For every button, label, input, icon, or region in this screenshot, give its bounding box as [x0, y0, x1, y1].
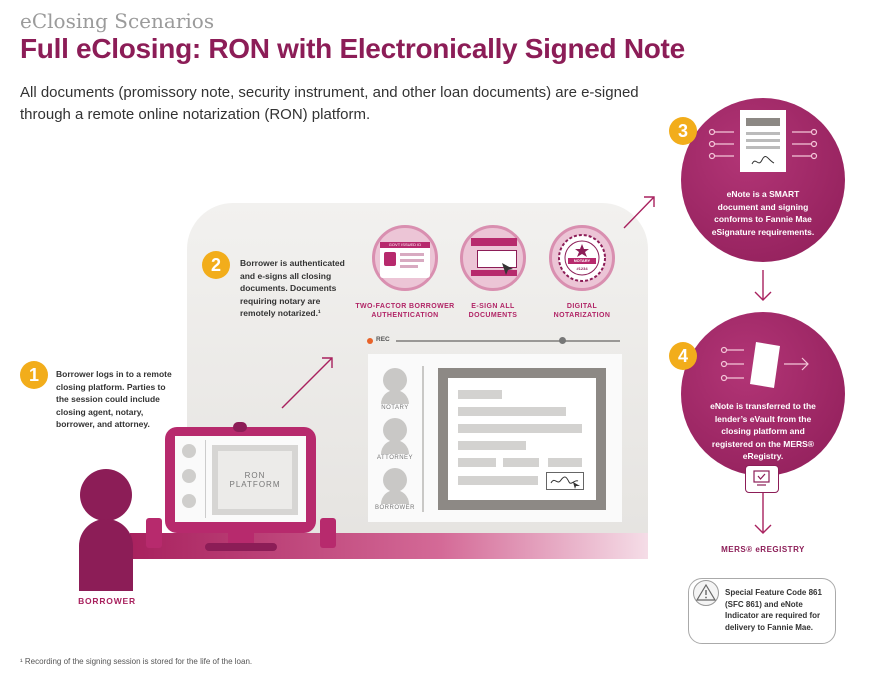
seal-number: #1234: [576, 266, 588, 271]
evault-circle: [681, 312, 845, 476]
screen-avatar: [182, 469, 196, 483]
borrower-head-icon: [80, 469, 132, 521]
step-4-text: eNote is transferred to the lender’s eVa…: [710, 401, 816, 461]
step-1-text: Borrower logs in to a remote closing pla…: [56, 369, 172, 429]
enote-document-icon: [708, 110, 818, 172]
rec-dot-icon: [367, 338, 373, 344]
eyebrow: eClosing Scenarios: [20, 9, 215, 33]
transfer-document-icon: [720, 342, 809, 388]
authentication-label: TWO-FACTOR BORROWER AUTHENTICATION: [355, 303, 455, 319]
notary-avatar: [383, 368, 407, 392]
footnote: ¹ Recording of the signing session is st…: [20, 657, 253, 666]
speaker-left-icon: [146, 518, 162, 548]
step-3-badge: 3: [669, 117, 697, 145]
speaker-right-icon: [320, 518, 336, 548]
screen-divider: [205, 440, 206, 518]
timeline-marker: [559, 337, 566, 344]
rec-label: REC: [376, 336, 390, 343]
screen-avatar: [182, 444, 196, 458]
signature-box: [546, 472, 584, 490]
participant-borrower: BORROWER: [375, 505, 415, 511]
doc-line: [458, 458, 496, 467]
participant-notary: NOTARY: [381, 405, 409, 411]
webcam-icon: [233, 422, 247, 432]
doc-line: [458, 407, 566, 416]
attorney-avatar: [383, 418, 407, 442]
step-1-badge: 1: [20, 361, 48, 389]
step-2-text: Borrower is authenticated and e-signs al…: [240, 258, 345, 318]
id-card-header: GOVT ISSUED ID: [380, 242, 430, 248]
step-2-badge: 2: [202, 251, 230, 279]
warning-icon: [693, 580, 719, 606]
doc-line: [458, 424, 582, 433]
intro-text: All documents (promissory note, security…: [20, 84, 639, 123]
ron-platform-label: RON PLATFORM: [218, 451, 292, 509]
esign-icon: [460, 225, 526, 291]
borrower-body-icon: [79, 519, 133, 591]
page-title: Full eClosing: RON with Electronically S…: [20, 33, 685, 64]
eregistry-label: MERS® eREGISTRY: [721, 545, 805, 554]
authentication-icon: GOVT ISSUED ID: [372, 225, 438, 291]
step-4-badge: 4: [669, 342, 697, 370]
doc-line: [548, 458, 582, 467]
eregistry-icon: [745, 465, 779, 493]
signature-icon: [550, 476, 580, 489]
monitor-base: [205, 543, 277, 551]
doc-line: [458, 476, 538, 485]
borrower-label: BORROWER: [78, 596, 136, 606]
screen-avatar: [182, 494, 196, 508]
notary-seal-icon: NOTARY #1234: [549, 225, 615, 291]
doc-line: [458, 441, 526, 450]
recording-timeline: [396, 340, 620, 342]
notary-avatar-body: [381, 390, 409, 404]
doc-line: [458, 390, 502, 399]
monitor-neck: [228, 533, 254, 545]
step-3-text: eNote is a SMART document and signing co…: [711, 189, 815, 237]
seal-top-text: NOTARY: [573, 258, 591, 263]
notarization-label: DIGITAL NOTARIZATION: [553, 303, 611, 319]
borrower-avatar-body: [381, 490, 409, 504]
attorney-avatar-body: [381, 440, 409, 454]
esign-label: E-SIGN ALL DOCUMENTS: [468, 303, 518, 319]
participant-attorney: ATTORNEY: [376, 455, 414, 461]
doc-line: [503, 458, 539, 467]
window-divider: [422, 366, 424, 512]
sfc-notice-text: Special Feature Code 861 (SFC 861) and e…: [725, 588, 822, 632]
borrower-avatar: [383, 468, 407, 492]
